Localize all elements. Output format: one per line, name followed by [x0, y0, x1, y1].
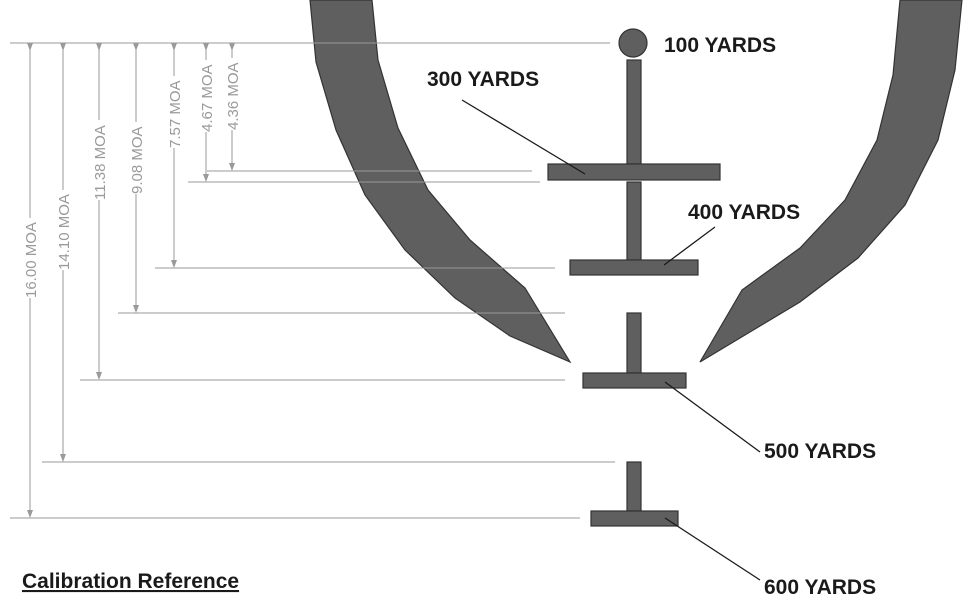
label-500-yards: 500 YARDS	[764, 440, 876, 463]
label-400-yards: 400 YARDS	[688, 201, 800, 224]
bar-300	[547, 163, 721, 181]
guide-lines	[10, 42, 615, 519]
aim-points	[547, 28, 721, 527]
post-400	[626, 181, 642, 261]
post-600	[626, 461, 642, 512]
leader-600	[664, 517, 761, 581]
moa-labels: 4.36 MOA 4.67 MOA 7.57 MOA 9.08 MOA 11.3…	[23, 58, 242, 298]
leader-300	[461, 99, 586, 175]
bar-500	[582, 372, 687, 389]
moa-label-11-38: 11.38 MOA	[92, 125, 109, 200]
moa-label-4-36: 4.36 MOA	[225, 62, 242, 130]
moa-label-16-00: 16.00 MOA	[23, 222, 40, 298]
bar-600	[590, 510, 679, 527]
leader-500	[664, 381, 761, 453]
moa-label-14-10: 14.10 MOA	[56, 194, 73, 270]
label-100-yards: 100 YARDS	[664, 34, 776, 57]
aim-dot-100	[618, 28, 648, 58]
leader-lines	[461, 99, 761, 581]
moa-label-9-08: 9.08 MOA	[129, 126, 146, 194]
reticle-ring-right	[699, 0, 963, 363]
diagram-title: Calibration Reference	[22, 570, 239, 593]
leader-400	[663, 226, 716, 266]
label-600-yards: 600 YARDS	[764, 576, 876, 599]
post-300	[626, 59, 642, 165]
reticle-ring-left	[309, 0, 572, 364]
moa-label-4-67: 4.67 MOA	[199, 64, 216, 132]
bar-400	[569, 259, 699, 276]
post-500	[626, 312, 642, 374]
moa-label-7-57: 7.57 MOA	[167, 80, 184, 148]
label-300-yards: 300 YARDS	[427, 68, 539, 91]
